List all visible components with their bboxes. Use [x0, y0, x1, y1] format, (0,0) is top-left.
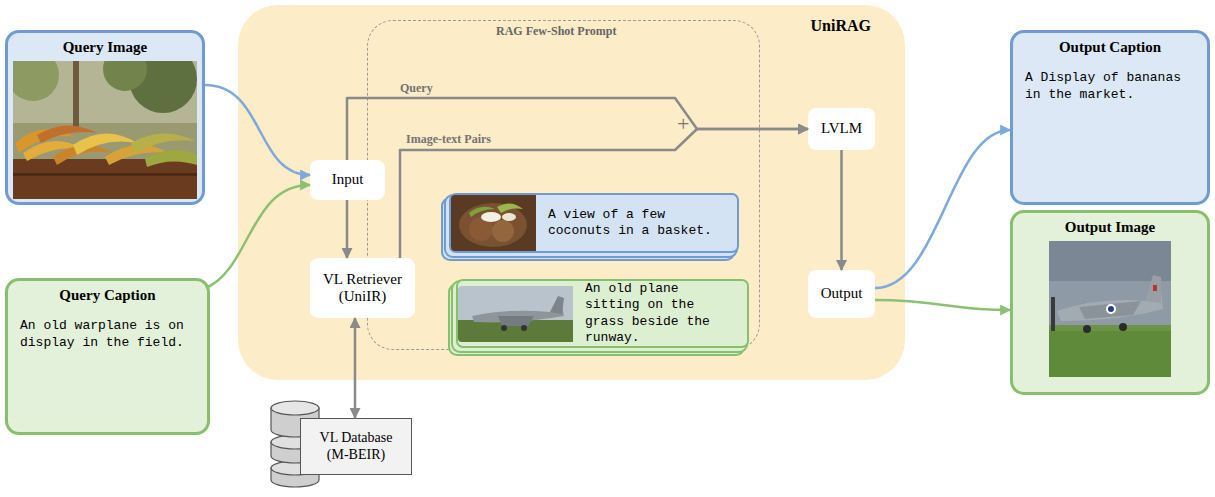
illustration-shape	[550, 296, 564, 314]
illustration-shape	[501, 325, 507, 331]
illustration-shape	[481, 212, 501, 222]
illustration-shape	[459, 203, 527, 247]
box-text: Input	[332, 171, 364, 188]
edge-label: Image-text Pairs	[406, 132, 491, 146]
box-text: An old warplane is on display in the fie…	[8, 304, 207, 360]
box-text: VL Retriever (UniIR)	[316, 271, 409, 306]
illustration-shape	[145, 150, 197, 167]
banana-photo	[13, 61, 197, 199]
unirag-region: UniRAGRAG Few-Shot Prompt A view of a fe…	[238, 5, 905, 380]
query-image-box: Query Image	[5, 30, 205, 205]
illustration-shape	[13, 159, 197, 199]
box-heading: Output Caption	[1013, 33, 1207, 56]
output-image-box: Output Image	[1010, 210, 1210, 395]
illustration-shape	[1049, 241, 1171, 377]
box-heading: Query Caption	[8, 281, 207, 304]
edge-label: Query	[400, 81, 433, 95]
retriever-box: VL Retriever (UniIR)	[310, 258, 415, 318]
illustration-shape	[498, 316, 534, 326]
illustration-shape	[13, 61, 59, 101]
image-text-card: An old plane sitting on the grass beside…	[456, 279, 749, 348]
image-text-card: A view of a few coconuts in a basket.	[449, 193, 739, 253]
box-text: A Display of bananas in the market.	[1013, 56, 1207, 112]
box-text: An old plane sitting on the grass beside…	[573, 281, 747, 346]
generated-plane-image	[1049, 241, 1171, 377]
coconut-photo	[451, 195, 536, 251]
illustration-shape	[451, 195, 536, 251]
illustration-shape	[1108, 306, 1114, 312]
illustration-shape	[1106, 304, 1116, 314]
output-box: Output	[808, 270, 875, 318]
illustration-shape	[1083, 325, 1091, 333]
illustration-shape	[1049, 325, 1171, 331]
illustration-shape	[1153, 285, 1157, 291]
box-text: RAG Few-Shot Prompt	[368, 21, 759, 39]
box-text: LVLM	[821, 120, 862, 137]
output-caption-box: Output CaptionA Display of bananas in th…	[1010, 30, 1210, 205]
illustration-shape	[1049, 325, 1171, 377]
illustration-shape	[469, 207, 495, 217]
prompt-group: RAG Few-Shot Prompt A view of a few coco…	[367, 20, 760, 350]
plane-photo	[458, 286, 573, 342]
illustration-shape	[103, 61, 147, 91]
database-box: VL Database (M-BEIR)	[300, 418, 412, 475]
illustration-shape	[37, 125, 97, 143]
illustration-shape	[458, 286, 573, 342]
box-text: Query Image	[8, 33, 202, 56]
input-box: Input	[310, 160, 385, 200]
illustration-shape	[271, 401, 319, 415]
merge-symbol: +	[677, 113, 689, 135]
illustration-shape	[13, 173, 197, 176]
box-text: A view of a few coconuts in a basket.	[536, 207, 737, 240]
illustration-shape	[1049, 241, 1171, 281]
box-text: Output	[821, 285, 863, 302]
illustration-shape	[1079, 301, 1141, 319]
illustration-shape	[521, 325, 527, 331]
lvlm-box: LVLM	[808, 108, 875, 150]
illustration-shape	[1145, 275, 1161, 303]
illustration-shape	[492, 220, 514, 242]
illustration-shape	[497, 203, 523, 213]
query-caption-box: Query CaptionAn old warplane is on displ…	[5, 278, 210, 435]
illustration-shape	[502, 213, 516, 221]
illustration-shape	[73, 61, 79, 131]
illustration-shape	[131, 133, 195, 153]
illustration-shape	[1051, 297, 1055, 331]
illustration-shape	[1119, 323, 1127, 331]
box-text: VL Database (M-BEIR)	[312, 430, 400, 464]
box-text: Output Image	[1013, 213, 1207, 236]
